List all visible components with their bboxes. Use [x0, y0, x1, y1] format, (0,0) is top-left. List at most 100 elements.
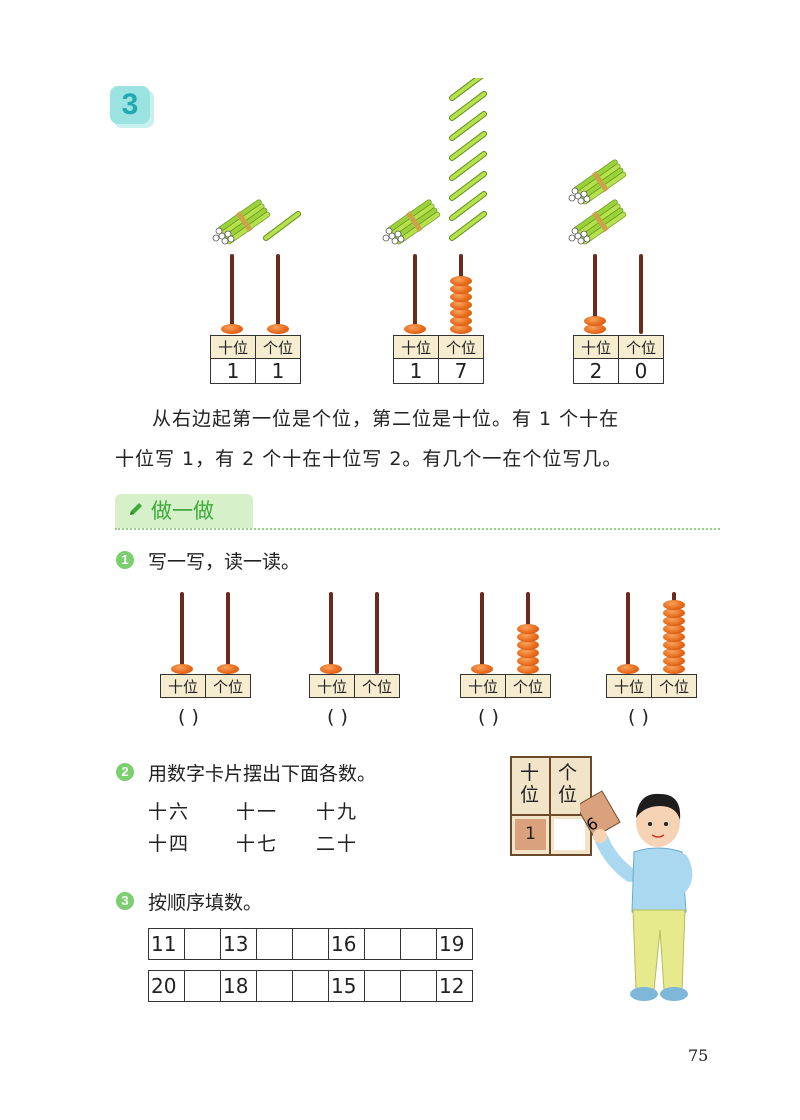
- place-value-header: 十位个位: [309, 674, 400, 698]
- sequence-blank[interactable]: [400, 928, 437, 960]
- abacus-bead: [663, 616, 685, 626]
- section-title: 做一做: [151, 499, 214, 523]
- place-value-header: 十位个位: [160, 674, 251, 698]
- abacus-bead: [450, 300, 472, 310]
- sequence-blank[interactable]: [184, 928, 221, 960]
- tens-rod: [626, 592, 630, 674]
- tens-header: 十位: [309, 674, 355, 698]
- tens-header: 十位: [393, 335, 439, 359]
- pencil-icon: [127, 494, 145, 528]
- number-word: 十一: [236, 801, 279, 823]
- empty-ones-slot[interactable]: [554, 819, 585, 850]
- abacus: [210, 254, 302, 334]
- sequence-blank[interactable]: [184, 970, 221, 1002]
- abacus-bead: [517, 640, 539, 650]
- boy-illustration: 6: [580, 790, 693, 1001]
- answer-blank[interactable]: ( ): [628, 706, 649, 728]
- abacus-bead: [517, 664, 539, 674]
- sequence-cell: 12: [436, 970, 473, 1002]
- sequence-cell: 11: [148, 928, 185, 960]
- tens-header: 十位: [606, 674, 652, 698]
- ones-rod: [226, 592, 230, 674]
- number-word: 十四: [148, 833, 191, 855]
- exercise-number-badge: 2: [116, 763, 134, 781]
- abacus-bead: [663, 656, 685, 666]
- tens-slot-label: 十 位: [520, 762, 540, 806]
- abacus-bead: [663, 648, 685, 658]
- tens-rod: [230, 254, 234, 334]
- sequence-cell: 13: [220, 928, 257, 960]
- place-value-header: 十位个位: [460, 674, 551, 698]
- sequence-row-1: 11 13 16 19: [148, 928, 473, 960]
- sequence-blank[interactable]: [256, 928, 293, 960]
- tens-digit: 2: [573, 358, 619, 384]
- card-board: 十 位 个 位 1: [510, 756, 592, 856]
- place-value-header: 十位个位: [606, 674, 697, 698]
- tens-rod: [413, 254, 417, 334]
- ones-digit: 1: [255, 358, 301, 384]
- abacus-bead: [404, 324, 426, 334]
- tens-digit: 1: [210, 358, 256, 384]
- tens-header: 十位: [460, 674, 506, 698]
- tens-rod: [329, 592, 333, 674]
- sequence-cell: 20: [148, 970, 185, 1002]
- sequence-blank[interactable]: [256, 970, 293, 1002]
- exercise-3-prompt: 按顺序填数。: [148, 892, 263, 914]
- tens-header: 十位: [160, 674, 206, 698]
- section-header: 做一做: [115, 494, 253, 528]
- abacus-bead: [663, 600, 685, 610]
- ones-header: 个位: [354, 674, 400, 698]
- abacus-bead: [663, 608, 685, 618]
- page-number: 75: [688, 1046, 709, 1065]
- abacus-bead: [663, 624, 685, 634]
- abacus-bead: [663, 632, 685, 642]
- abacus: [460, 592, 552, 674]
- abacus-bead: [663, 640, 685, 650]
- abacus: [393, 254, 485, 334]
- tens-rod: [593, 254, 597, 334]
- ones-rod: [276, 254, 280, 334]
- ones-slot-label: 个 位: [558, 762, 578, 806]
- abacus-bead: [450, 308, 472, 318]
- sequence-blank[interactable]: [292, 970, 329, 1002]
- abacus: [573, 254, 665, 334]
- example-number-badge: 3: [110, 86, 150, 124]
- answer-blank[interactable]: ( ): [178, 706, 199, 728]
- ones-header: 个位: [618, 335, 664, 359]
- answer-blank[interactable]: ( ): [478, 706, 499, 728]
- sequence-blank[interactable]: [400, 970, 437, 1002]
- abacus-bead: [450, 292, 472, 302]
- abacus-bead: [584, 324, 606, 334]
- sequence-blank[interactable]: [292, 928, 329, 960]
- tens-rod: [180, 592, 184, 674]
- sequence-cell: 18: [220, 970, 257, 1002]
- abacus: [160, 592, 252, 674]
- abacus-bead: [517, 624, 539, 634]
- answer-blank[interactable]: ( ): [327, 706, 348, 728]
- sequence-cell: 15: [328, 970, 365, 1002]
- ones-header: 个位: [651, 674, 697, 698]
- sequence-blank[interactable]: [364, 970, 401, 1002]
- abacus-bead: [517, 648, 539, 658]
- abacus-bead: [471, 664, 493, 674]
- ones-header: 个位: [205, 674, 251, 698]
- number-word: 十六: [148, 801, 191, 823]
- tens-card[interactable]: 1: [515, 819, 546, 850]
- tens-rod: [480, 592, 484, 674]
- tens-header: 十位: [210, 335, 256, 359]
- abacus-bead: [217, 664, 239, 674]
- sequence-blank[interactable]: [364, 928, 401, 960]
- abacus-bead: [320, 664, 342, 674]
- explanation-line-1: 从右边起第一位是个位，第二位是十位。有 1 个十在: [152, 408, 620, 430]
- sequence-cell: 16: [328, 928, 365, 960]
- exercise-2-prompt: 用数字卡片摆出下面各数。: [148, 763, 377, 785]
- ones-rod: [375, 592, 379, 674]
- ones-header: 个位: [438, 335, 484, 359]
- tens-header: 十位: [573, 335, 619, 359]
- explanation-line-2: 十位写 1，有 2 个十在十位写 2。有几个一在个位写几。: [115, 448, 623, 470]
- sequence-row-2: 20 18 15 12: [148, 970, 473, 1002]
- section-divider: [115, 528, 720, 530]
